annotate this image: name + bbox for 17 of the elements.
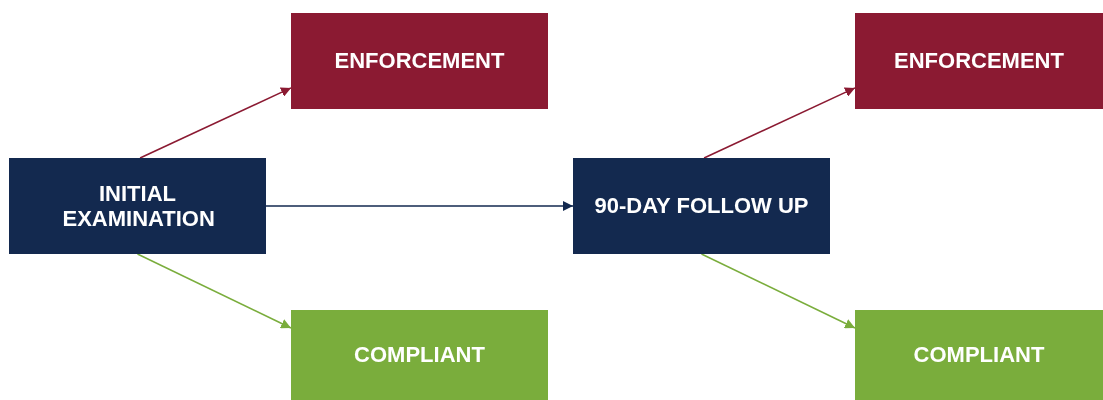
box-label: 90-DAY FOLLOW UP: [594, 193, 809, 219]
box-label: COMPLIANT: [913, 342, 1045, 368]
process-box: [573, 158, 830, 254]
process-box: [9, 158, 266, 254]
box-label: COMPLIANT: [354, 342, 485, 368]
box-label: ENFORCEMENT: [334, 48, 505, 74]
process-box: [855, 13, 1103, 109]
arrow: [136, 253, 292, 329]
process-box: [291, 310, 548, 400]
box-label: ENFORCEMENT: [894, 48, 1064, 74]
arrow: [700, 253, 856, 329]
arrow: [703, 87, 856, 159]
box-label: INITIAL EXAMINATION: [62, 180, 213, 232]
arrow: [265, 201, 574, 211]
arrow: [139, 87, 292, 159]
process-box: [855, 310, 1103, 400]
process-box: [291, 13, 548, 109]
